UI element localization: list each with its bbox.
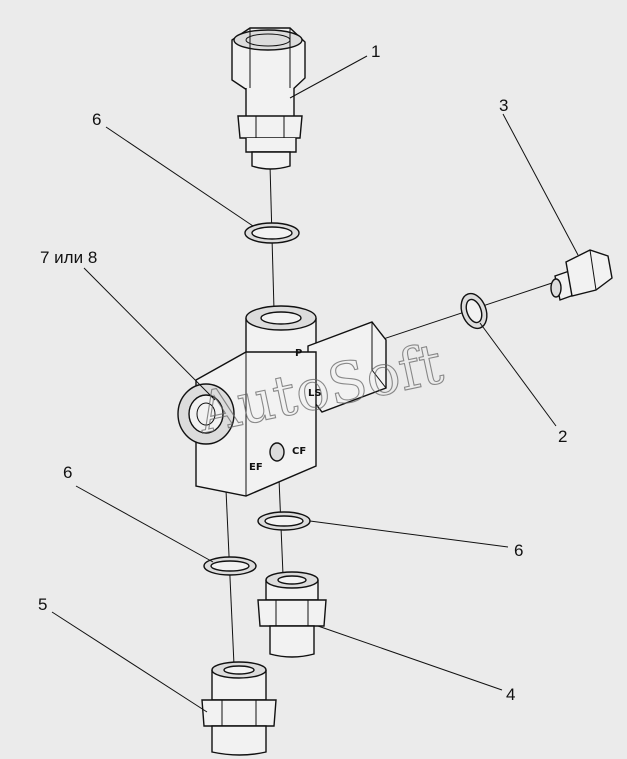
callout-3: 3 xyxy=(499,96,508,115)
port-marking-ls: LS xyxy=(308,388,322,399)
leader-lines xyxy=(51,55,579,713)
part-4-lower-fitting xyxy=(257,571,327,658)
part-6-top-seal-ring xyxy=(244,222,300,244)
part-6-mid-right-seal-ring xyxy=(257,511,311,531)
part-1-top-fitting xyxy=(231,27,306,170)
callout-2: 2 xyxy=(558,427,567,446)
port-marking-p: P xyxy=(295,348,302,359)
part-2-side-seal-ring xyxy=(460,292,488,330)
port-marking-ef: EF xyxy=(249,462,263,473)
part-3-side-fitting xyxy=(550,249,613,301)
callout-6-top: 6 xyxy=(92,110,101,129)
callout-6-mid-left: 6 xyxy=(63,463,72,482)
callout-7-or-8: 7 или 8 xyxy=(40,248,97,267)
part-5-lower-fitting xyxy=(201,661,277,756)
callout-5: 5 xyxy=(38,595,47,614)
part-7-8-valve-body xyxy=(177,305,387,497)
callout-4: 4 xyxy=(506,685,515,704)
part-6-mid-left-seal-ring xyxy=(203,556,257,576)
callout-1: 1 xyxy=(371,42,380,61)
port-marking-cf: CF xyxy=(292,446,306,457)
callout-6-mid-right: 6 xyxy=(514,541,523,560)
